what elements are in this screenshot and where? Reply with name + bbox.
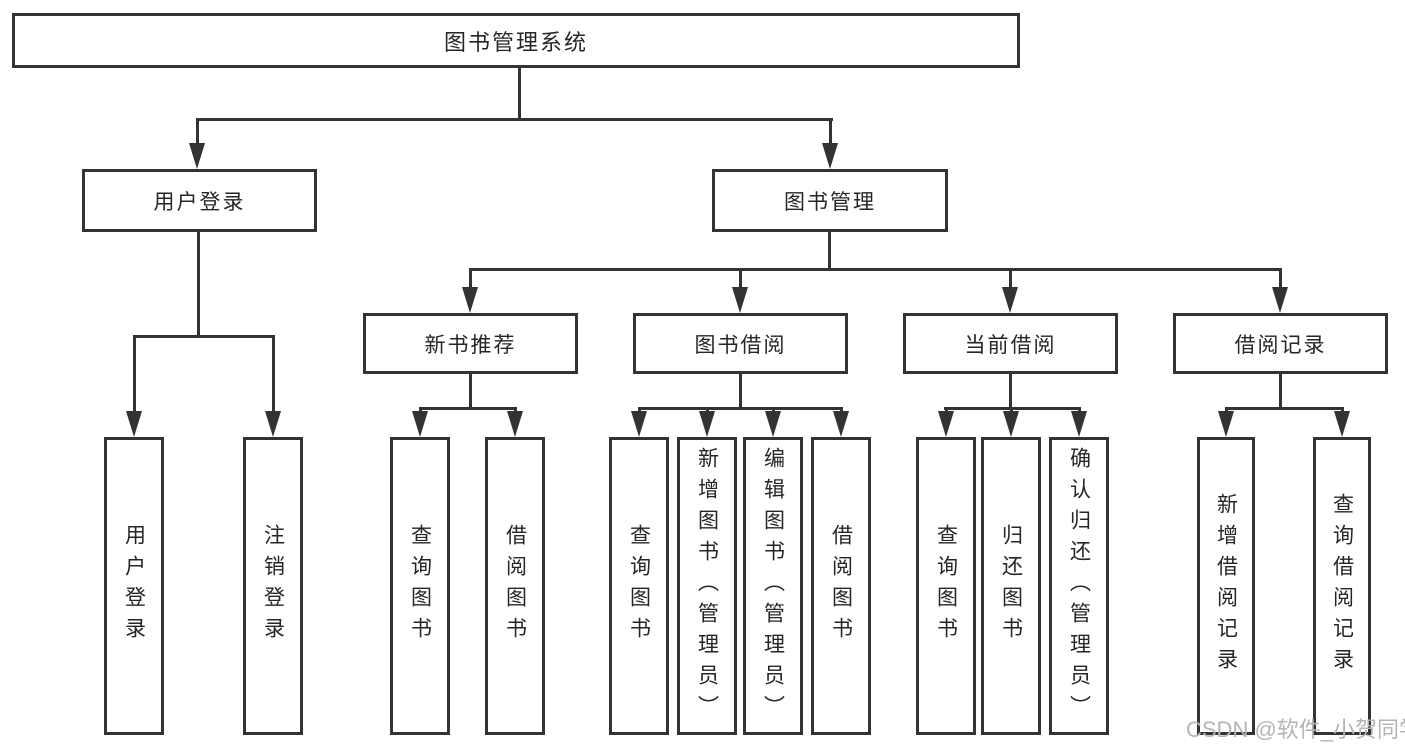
connector-line — [828, 231, 831, 271]
connector-line — [738, 268, 742, 288]
node-label: 图书借阅 — [694, 333, 787, 357]
connector-line — [637, 407, 641, 412]
node-label: 查询图书 — [934, 524, 958, 648]
node-user-login: 用户登录 — [82, 169, 317, 232]
connector-line — [1279, 373, 1282, 410]
node-leaf-query-books-borrowing: 查询图书 — [609, 437, 669, 735]
connector-line — [1009, 373, 1012, 410]
connector-line — [1278, 268, 1282, 288]
arrowhead-down-icon — [1071, 411, 1087, 437]
connector-line — [839, 407, 843, 412]
connector-line — [1224, 407, 1228, 412]
connector-line — [1340, 407, 1344, 412]
connector-line — [1225, 407, 1344, 410]
connector-line — [1008, 268, 1012, 288]
connector-line — [739, 373, 742, 410]
node-borrowing-records: 借阅记录 — [1173, 313, 1388, 374]
node-label: 确认归还（管理员） — [1067, 446, 1091, 726]
connector-line — [944, 407, 948, 412]
node-library-management-system: 图书管理系统 — [12, 13, 1020, 68]
node-book-borrowing: 图书借阅 — [633, 313, 848, 374]
node-leaf-query-borrow-record: 查询借阅记录 — [1313, 437, 1371, 735]
connector-line — [195, 118, 199, 144]
arrowhead-down-icon — [265, 411, 281, 437]
node-leaf-add-borrow-record: 新增借阅记录 — [1197, 437, 1255, 735]
node-label: 查询图书 — [627, 524, 651, 648]
arrowhead-down-icon — [1334, 411, 1350, 437]
node-label: 图书管理 — [784, 190, 876, 214]
arrowhead-down-icon — [1002, 287, 1018, 313]
connector-line — [418, 407, 422, 412]
arrowhead-down-icon — [126, 411, 142, 437]
connector-line — [705, 407, 709, 412]
arrowhead-down-icon — [1003, 411, 1019, 437]
watermark: CSDN @软件_小贺同学 — [1186, 717, 1405, 742]
node-label: 图书管理系统 — [443, 29, 588, 55]
node-label: 编辑图书（管理员） — [761, 446, 785, 726]
connector-line — [469, 268, 1282, 271]
node-label: 查询借阅记录 — [1330, 493, 1354, 679]
arrowhead-down-icon — [189, 143, 205, 169]
node-label: 新增图书（管理员） — [695, 446, 719, 726]
connector-line — [1077, 407, 1081, 412]
node-label: 注销登录 — [261, 524, 285, 648]
connector-line — [419, 407, 517, 410]
arrowhead-down-icon — [507, 411, 523, 437]
node-leaf-add-books-admin: 新增图书（管理员） — [677, 437, 737, 735]
arrowhead-down-icon — [833, 411, 849, 437]
arrowhead-down-icon — [822, 143, 838, 169]
connector-line — [271, 335, 275, 412]
node-leaf-borrow-books-newbooks: 借阅图书 — [485, 437, 545, 735]
node-label: 当前借阅 — [964, 333, 1057, 357]
node-leaf-logout: 注销登录 — [243, 437, 303, 735]
node-label: 借阅图书 — [503, 524, 527, 648]
node-leaf-borrow-books-borrowing: 借阅图书 — [811, 437, 871, 735]
node-leaf-user-login: 用户登录 — [104, 437, 164, 735]
connector-line — [469, 373, 472, 410]
node-new-book-recommend: 新书推荐 — [363, 313, 578, 374]
node-leaf-return-books: 归还图书 — [981, 437, 1041, 735]
node-leaf-query-books-current: 查询图书 — [916, 437, 976, 735]
arrowhead-down-icon — [412, 411, 428, 437]
arrowhead-down-icon — [631, 411, 647, 437]
node-label: 归还图书 — [999, 524, 1023, 648]
arrowhead-down-icon — [462, 287, 478, 313]
node-label: 借阅图书 — [829, 524, 853, 648]
node-label: 借阅记录 — [1234, 333, 1327, 357]
connector-line — [518, 66, 521, 120]
node-leaf-query-books-newbooks: 查询图书 — [390, 437, 450, 735]
arrowhead-down-icon — [938, 411, 954, 437]
node-label: 新书推荐 — [424, 333, 517, 357]
arrowhead-down-icon — [699, 411, 715, 437]
connector-line — [828, 118, 832, 144]
node-leaf-confirm-return-admin: 确认归还（管理员） — [1049, 437, 1109, 735]
node-book-management: 图书管理 — [712, 169, 948, 232]
arrowhead-down-icon — [732, 287, 748, 313]
connector-line — [638, 407, 843, 410]
arrowhead-down-icon — [765, 411, 781, 437]
connector-line — [196, 118, 833, 121]
node-label: 用户登录 — [122, 524, 146, 648]
node-leaf-edit-books-admin: 编辑图书（管理员） — [743, 437, 803, 735]
connector-line — [944, 407, 1081, 410]
node-current-borrowing: 当前借阅 — [903, 313, 1118, 374]
connector-line — [133, 335, 275, 338]
connector-line — [468, 268, 472, 288]
node-label: 用户登录 — [153, 190, 246, 214]
arrowhead-down-icon — [1218, 411, 1234, 437]
connector-line — [771, 407, 775, 412]
connector-line — [197, 231, 200, 338]
connector-line — [132, 335, 136, 412]
connector-line — [1009, 407, 1013, 412]
node-label: 新增借阅记录 — [1214, 493, 1238, 679]
node-label: 查询图书 — [408, 524, 432, 648]
connector-line — [513, 407, 517, 412]
arrowhead-down-icon — [1272, 287, 1288, 313]
